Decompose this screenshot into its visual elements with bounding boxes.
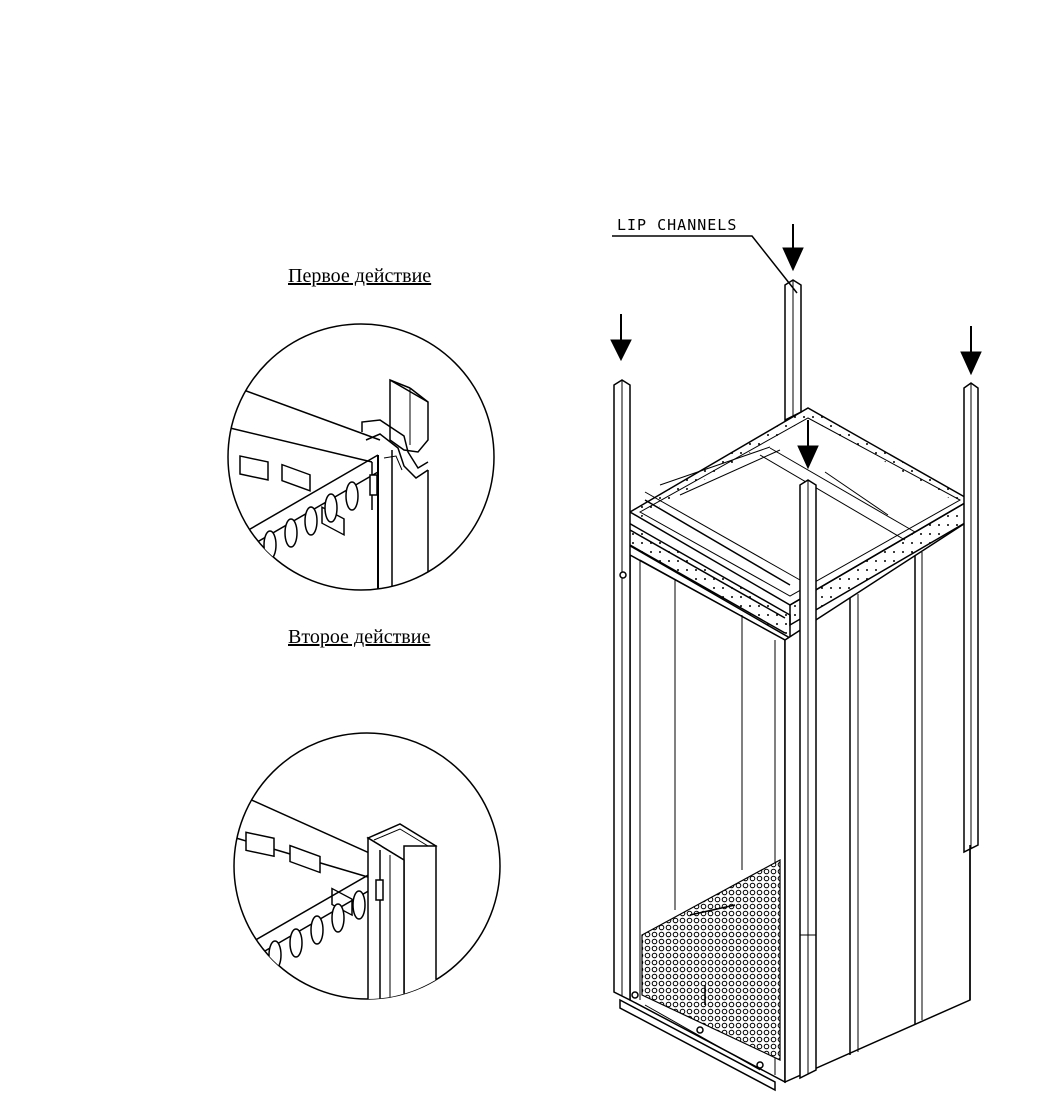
lip-channel-right	[963, 382, 979, 1000]
lip-channel-left	[613, 379, 631, 1002]
arrow-down-icon	[610, 314, 632, 362]
lip-channel-center-back	[784, 279, 802, 422]
arrow-down-icon	[960, 326, 982, 376]
cabinet-illustration	[610, 224, 982, 1092]
callout-leader	[612, 235, 798, 294]
detail-circle-step1	[227, 323, 495, 591]
lip-channel-front	[799, 479, 817, 1080]
arrow-down-icon	[782, 224, 804, 272]
step2-label: Второе действие	[288, 626, 431, 648]
arrow-down-icon	[797, 420, 819, 470]
lip-channels-label: LIP CHANNELS	[617, 216, 738, 234]
step1-label: Первое действие	[288, 265, 432, 287]
detail-circle-step2	[233, 732, 501, 1000]
